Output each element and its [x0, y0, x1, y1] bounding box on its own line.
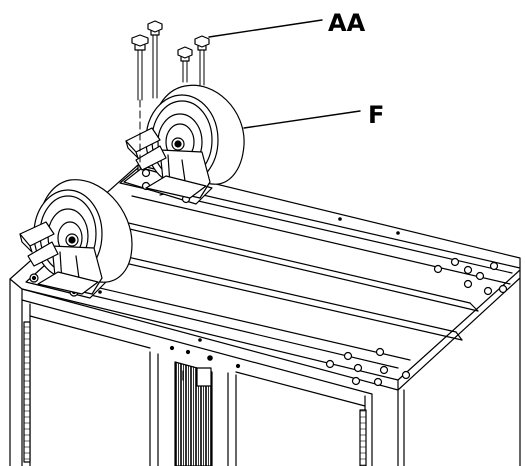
leader-aa: [208, 19, 323, 38]
leader-f: [243, 110, 361, 129]
caster-front: [19, 179, 133, 295]
cabinet-frame: [9, 164, 521, 466]
callout-leaders: [208, 19, 361, 129]
callout-aa-label: AA: [328, 9, 366, 37]
bolts: [131, 20, 210, 169]
callout-f-label: F: [368, 101, 384, 129]
caster-back: [125, 84, 245, 199]
